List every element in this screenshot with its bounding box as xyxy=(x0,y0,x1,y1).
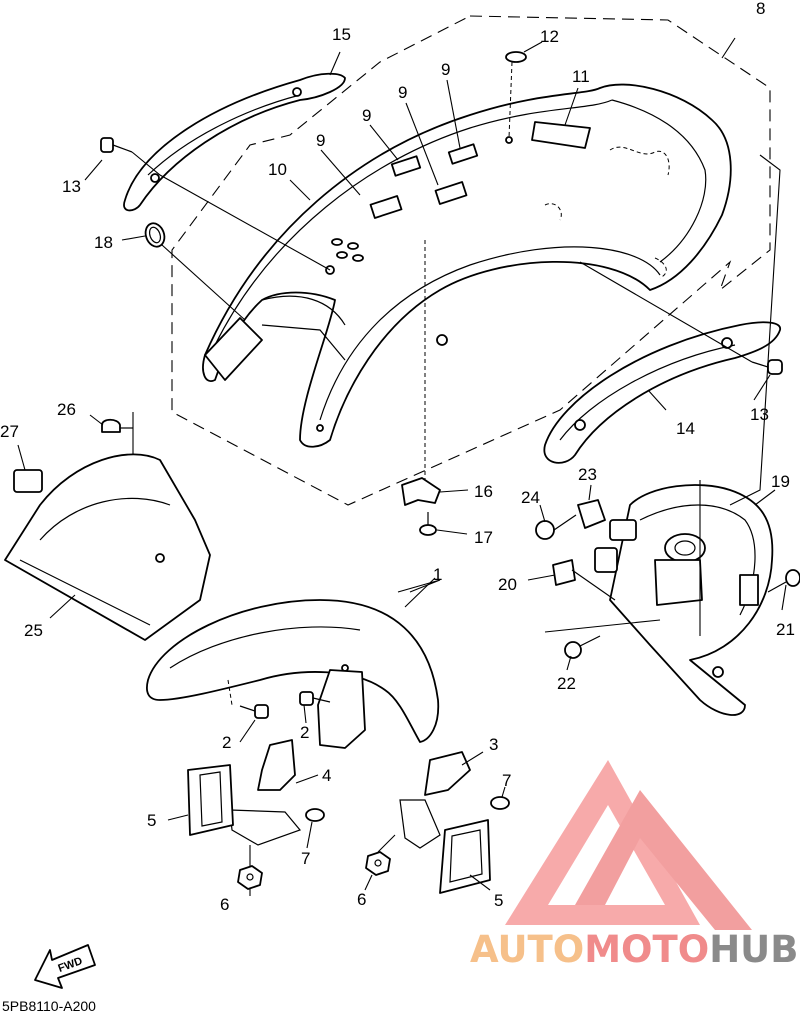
bolt-2-a xyxy=(239,704,269,719)
fastener-27 xyxy=(13,469,43,493)
screw-17 xyxy=(419,512,437,536)
callout-19: 19 xyxy=(771,472,790,491)
clip-20 xyxy=(552,559,576,586)
reflector-right xyxy=(439,819,491,894)
callout-leaders xyxy=(17,37,787,896)
bolt-13-upper xyxy=(100,137,133,153)
grommet-18 xyxy=(144,222,166,248)
callout-23: 23 xyxy=(578,465,597,484)
callout-7a: 7 xyxy=(301,849,310,868)
callout-17: 17 xyxy=(474,528,493,547)
wiring-coupler xyxy=(594,519,637,573)
callout-6a: 6 xyxy=(220,895,229,914)
callout-3: 3 xyxy=(489,735,498,754)
callout-5a: 5 xyxy=(147,811,156,830)
washer-12 xyxy=(505,51,527,63)
callout-1: 1 xyxy=(433,565,442,584)
watermark-logo xyxy=(505,760,752,930)
callout-9b: 9 xyxy=(362,106,371,125)
callout-8: 8 xyxy=(756,0,765,18)
screw-22 xyxy=(564,635,601,659)
watermark-auto: AUTO xyxy=(470,928,584,971)
callout-20: 20 xyxy=(498,575,517,594)
tail-light-bracket xyxy=(609,484,774,716)
fender-stay-right xyxy=(317,669,366,749)
callout-12: 12 xyxy=(540,27,559,46)
nut-6-right xyxy=(365,851,391,876)
bracket-3 xyxy=(424,751,471,796)
clip-16 xyxy=(401,477,441,506)
rear-fender xyxy=(202,83,732,448)
grab-bar-left xyxy=(123,72,346,212)
callout-13a: 13 xyxy=(62,177,81,196)
callout-10: 10 xyxy=(268,160,287,179)
reflector-left xyxy=(187,764,234,836)
callout-2b: 2 xyxy=(300,723,309,742)
callout-14: 14 xyxy=(676,419,695,438)
callout-5b: 5 xyxy=(494,891,503,910)
callout-11: 11 xyxy=(572,67,590,86)
callout-6b: 6 xyxy=(357,890,366,909)
bolt-2-b xyxy=(299,691,331,706)
callout-9d: 9 xyxy=(441,60,450,79)
front-splash-cover xyxy=(4,453,211,641)
diagram-code: 5PB8110-A200 xyxy=(2,998,96,1014)
clamp-23 xyxy=(577,499,606,529)
callout-7b: 7 xyxy=(502,771,511,790)
assembly-boundary xyxy=(171,15,771,506)
bracket-4 xyxy=(257,739,296,791)
callout-27: 27 xyxy=(0,422,19,441)
callout-24: 24 xyxy=(521,488,540,507)
callout-4: 4 xyxy=(322,766,331,785)
bolt-13-lower xyxy=(751,359,783,375)
callout-25: 25 xyxy=(24,621,43,640)
front-fender xyxy=(146,599,440,743)
callout-26: 26 xyxy=(57,400,76,419)
watermark-text: AUTOMOTOHUB xyxy=(470,928,798,971)
nut-7-right xyxy=(490,796,510,810)
nut-6-left xyxy=(237,865,263,890)
callout-9c: 9 xyxy=(398,83,407,102)
callout-labels: 1 2 2 2 3 4 5 5 6 6 7 7 8 9 9 9 9 10 11 … xyxy=(0,0,795,914)
callout-22: 22 xyxy=(557,674,576,693)
callout-18: 18 xyxy=(94,233,113,252)
callout-16: 16 xyxy=(474,482,493,501)
callout-21: 21 xyxy=(776,620,795,639)
callout-9a: 9 xyxy=(316,131,325,150)
screw-21 xyxy=(767,569,800,593)
callout-2a: 2 xyxy=(222,733,231,752)
watermark-hub: HUB xyxy=(709,928,798,971)
screw-26 xyxy=(101,418,133,433)
callout-15: 15 xyxy=(332,25,351,44)
nut-7-left xyxy=(305,808,325,822)
screw-24 xyxy=(535,514,577,540)
fwd-arrow-icon: FWD xyxy=(34,944,96,989)
grab-bar-right xyxy=(543,321,781,464)
callout-13b: 13 xyxy=(750,405,769,424)
watermark-moto: MOTO xyxy=(584,928,709,971)
